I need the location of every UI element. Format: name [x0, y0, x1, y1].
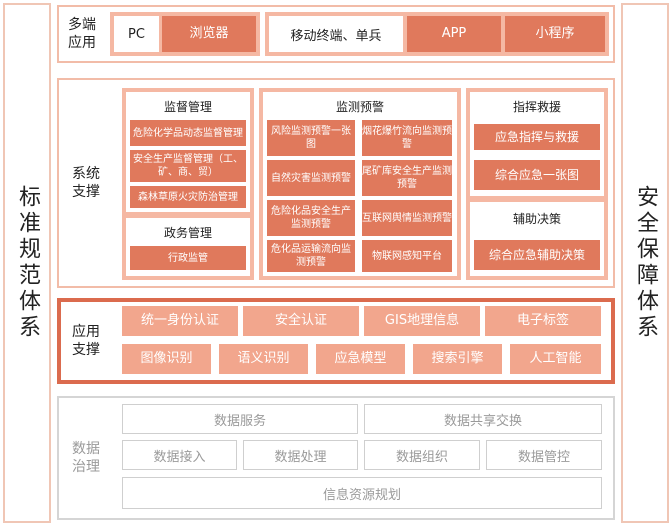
security-system-pillar: 安全保障体系 [621, 3, 669, 523]
hazchem-transport-box: 危化品运输流向监测预警 [267, 240, 355, 272]
data-organization-box: 数据组织 [364, 440, 480, 470]
multi-terminal-label: 多端应用 [68, 17, 96, 51]
command-title: 指挥救援 [512, 99, 561, 114]
emergency-model-box: 应急模型 [316, 344, 405, 374]
risk-map-box: 风险监测预警一张图 [267, 120, 355, 156]
standards-system-label: 标准规范体系 [15, 185, 40, 341]
image-recognition-box: 图像识别 [122, 344, 211, 374]
standards-system-pillar: 标准规范体系 [3, 3, 51, 523]
search-engine-box: 搜索引擎 [413, 344, 502, 374]
data-service-box: 数据服务 [122, 404, 358, 434]
security-auth-box: 安全认证 [243, 306, 359, 336]
data-ingest-box: 数据接入 [122, 440, 237, 470]
monitoring-title: 监测预警 [335, 99, 384, 114]
gis-box: GIS地理信息 [364, 306, 480, 336]
system-support-label: 系统支撑 [72, 166, 100, 200]
mobile-label: 移动终端、单兵 [290, 28, 382, 44]
pc-label: PC [128, 26, 145, 42]
pc-box-bg [114, 16, 159, 52]
government-title: 政务管理 [163, 225, 212, 240]
e-tag-box: 电子标签 [485, 306, 601, 336]
app-support-label: 应用支撑 [72, 324, 100, 358]
security-system-label: 安全保障体系 [633, 185, 658, 341]
emergency-map-box: 综合应急一张图 [474, 160, 600, 190]
natural-disaster-box: 自然灾害监测预警 [267, 160, 355, 196]
forest-fire-box: 森林草原火灾防治管理 [130, 186, 246, 208]
mobile-box-bg [269, 16, 403, 52]
emergency-command-box: 应急指挥与救援 [474, 124, 600, 150]
admin-supervision-box: 行政监管 [130, 246, 246, 270]
data-governance-label: 数据治理 [72, 441, 100, 475]
data-control-box: 数据管控 [486, 440, 602, 470]
ai-box: 人工智能 [510, 344, 601, 374]
production-safety-box: 安全生产监督管理（工、矿、商、贸） [130, 150, 246, 182]
unified-auth-box: 统一身份认证 [122, 306, 238, 336]
decision-title: 辅助决策 [512, 211, 561, 226]
decision-support-box: 综合应急辅助决策 [474, 240, 600, 270]
miniprogram-box: 小程序 [505, 16, 605, 52]
hazchem-supervision-box: 危险化学品动态监督管理 [130, 120, 246, 146]
data-processing-box: 数据处理 [243, 440, 358, 470]
semantic-recognition-box: 语义识别 [219, 344, 308, 374]
browser-box: 浏览器 [162, 16, 256, 52]
supervision-title: 监督管理 [163, 99, 212, 114]
tailings-box: 尾矿库安全生产监测预警 [362, 160, 452, 196]
fireworks-flow-box: 烟花爆竹流向监测预警 [362, 120, 452, 156]
resource-planning-box: 信息资源规划 [122, 477, 602, 509]
app-box: APP [407, 16, 501, 52]
data-sharing-box: 数据共享交换 [364, 404, 602, 434]
internet-opinion-box: 互联网舆情监测预警 [362, 200, 452, 236]
iot-platform-box: 物联网感知平台 [362, 240, 452, 272]
hazchem-production-box: 危险化品安全生产监测预警 [267, 200, 355, 236]
